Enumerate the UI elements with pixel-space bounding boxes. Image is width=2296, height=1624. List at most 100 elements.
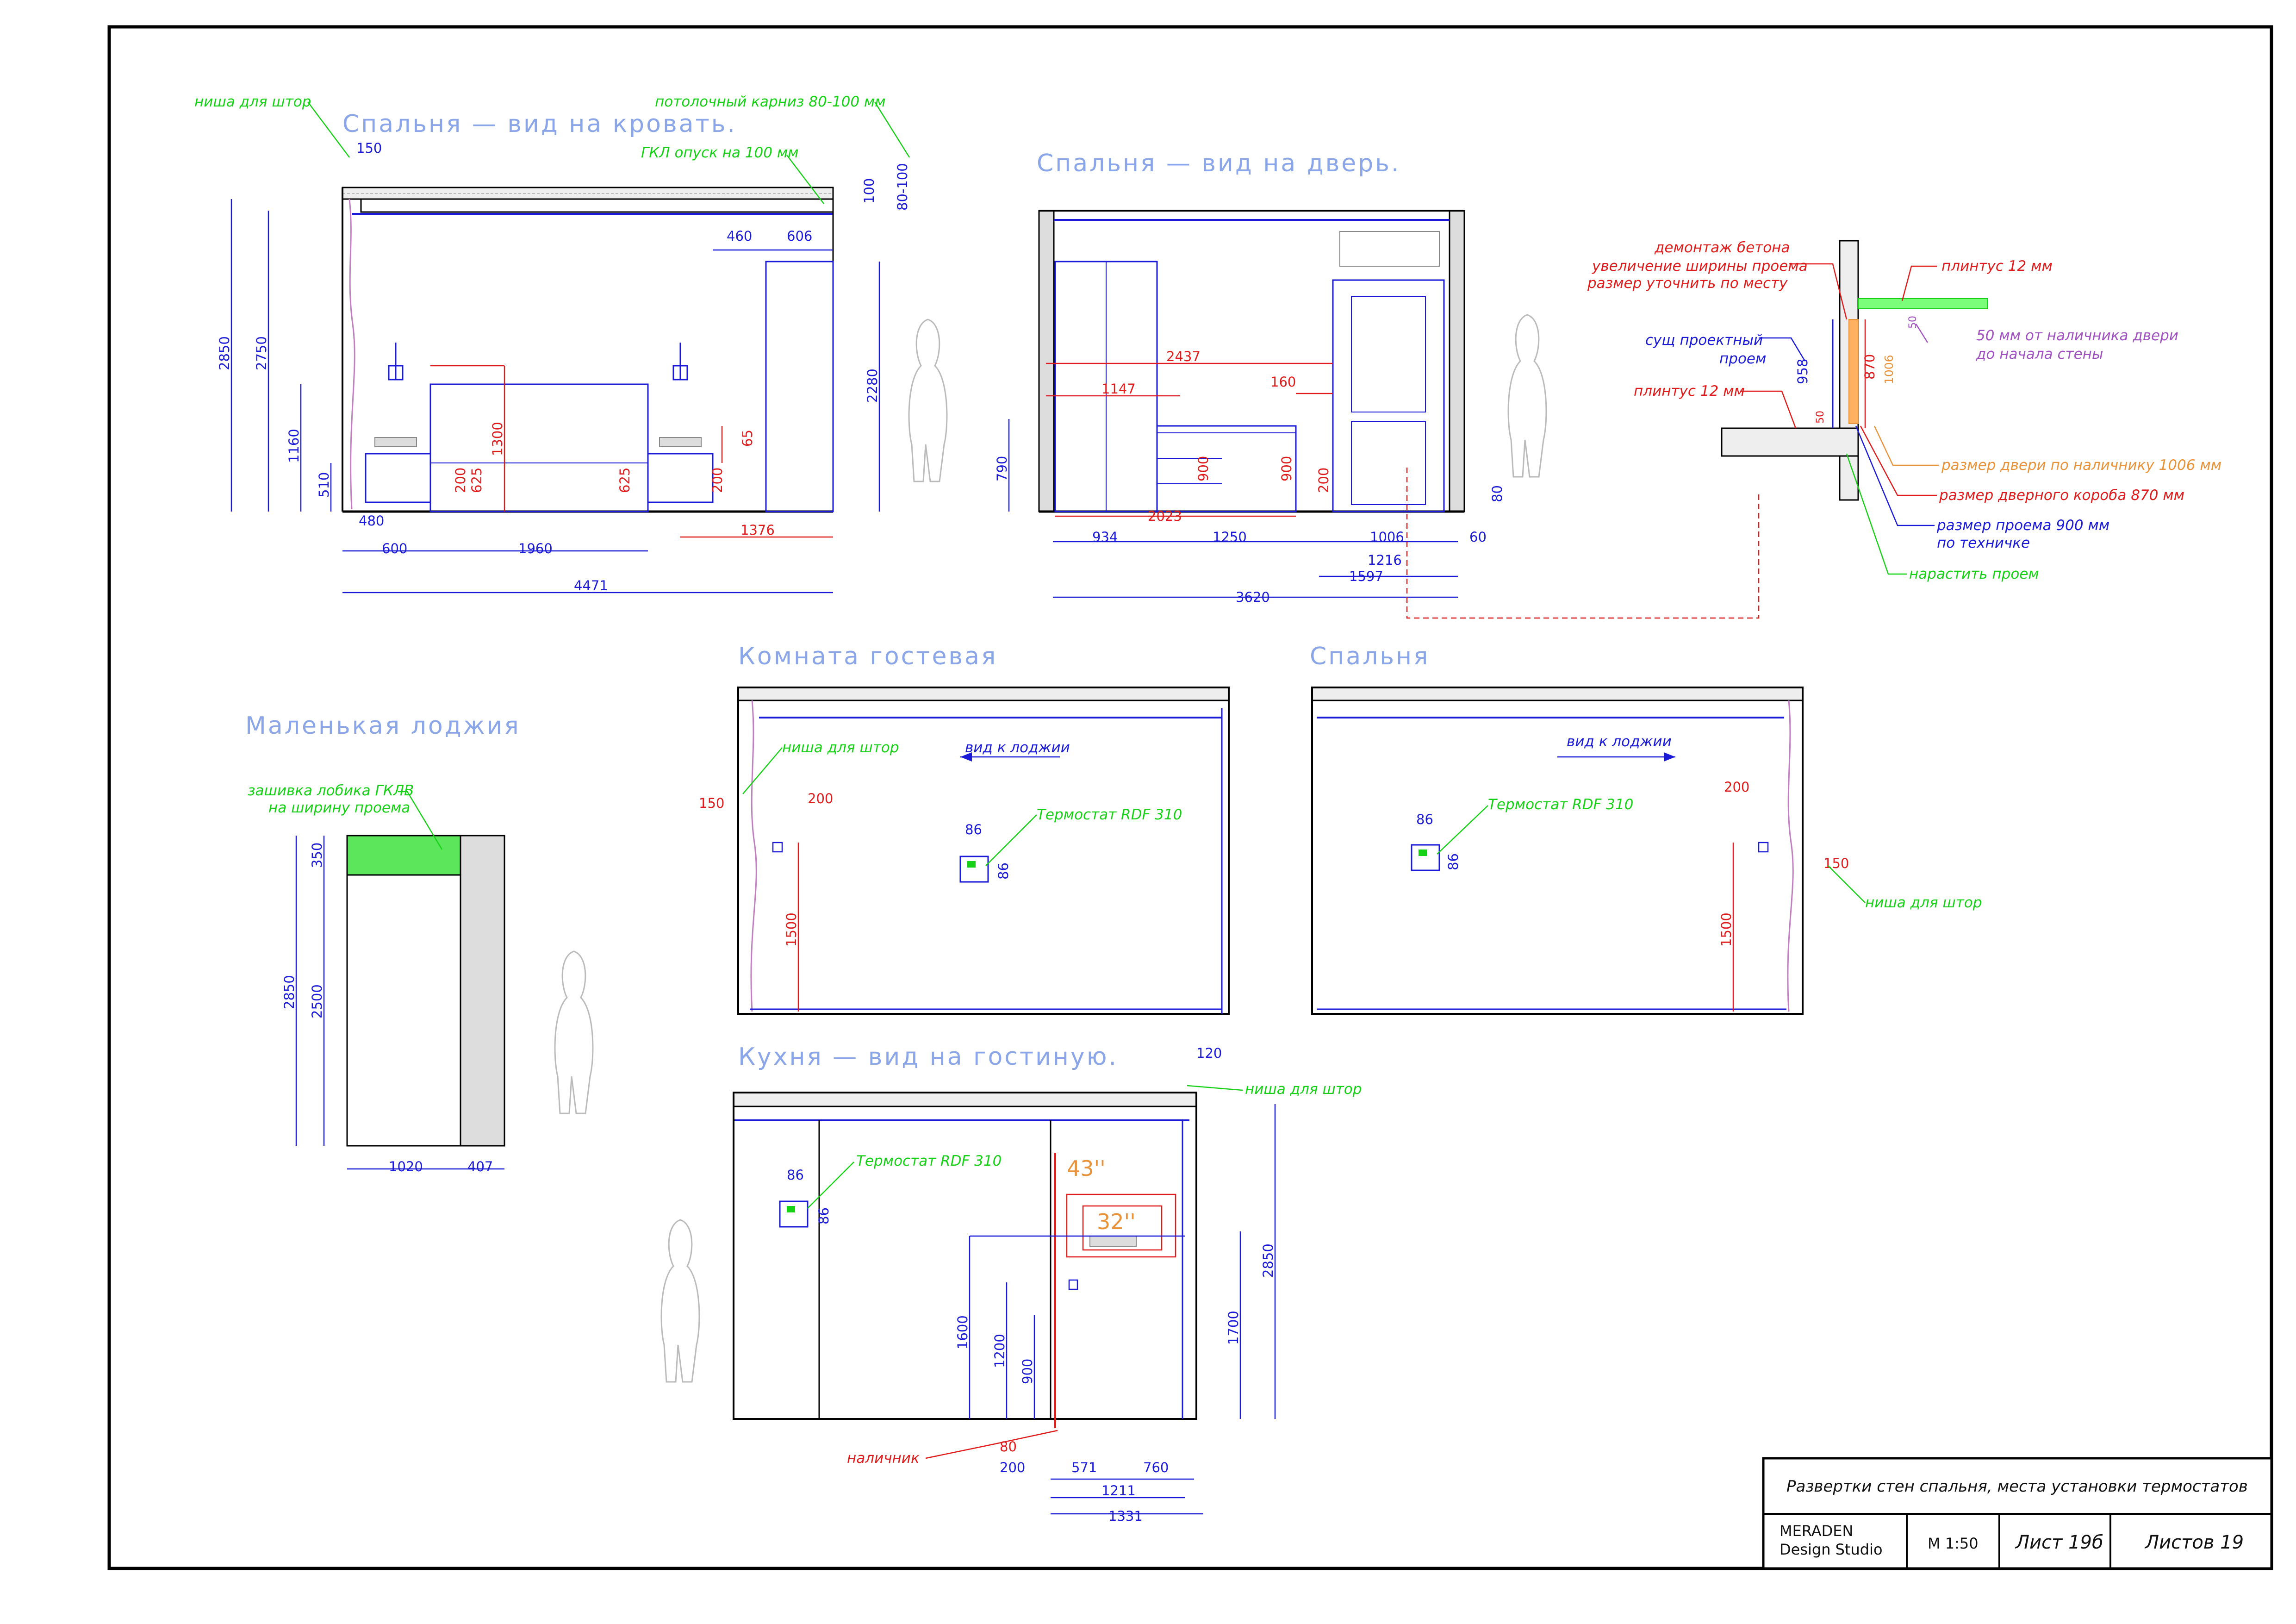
- svg-text:150: 150: [699, 795, 724, 811]
- svg-text:ниша для штор: ниша для штор: [1865, 894, 1982, 911]
- svg-text:86: 86: [1416, 812, 1433, 827]
- svg-text:2437: 2437: [1166, 349, 1201, 364]
- svg-text:1700: 1700: [1226, 1311, 1241, 1345]
- svg-text:увеличение ширины проема: увеличение ширины проема: [1592, 258, 1808, 275]
- svg-text:150: 150: [1823, 856, 1849, 871]
- svg-text:размер двери по наличнику 1006: размер двери по наличнику 1006 мм: [1941, 457, 2221, 474]
- svg-text:60: 60: [1469, 529, 1487, 545]
- svg-text:1500: 1500: [784, 912, 799, 947]
- svg-text:1300: 1300: [490, 422, 505, 456]
- svg-text:350: 350: [309, 843, 325, 868]
- svg-text:200: 200: [453, 468, 468, 493]
- svg-text:625: 625: [617, 468, 633, 493]
- svg-text:размер дверного короба 870 мм: размер дверного короба 870 мм: [1939, 487, 2184, 504]
- svg-text:нарастить проем: нарастить проем: [1909, 566, 2039, 582]
- svg-text:86: 86: [1445, 853, 1461, 870]
- svg-text:до начала стены: до начала стены: [1976, 346, 2103, 362]
- svg-text:3620: 3620: [1236, 589, 1270, 605]
- tv-32-label: 32'': [1097, 1209, 1136, 1234]
- svg-text:900: 900: [1020, 1359, 1035, 1384]
- svg-text:проем: проем: [1719, 350, 1766, 367]
- svg-text:1200: 1200: [992, 1334, 1008, 1368]
- svg-text:480: 480: [359, 513, 384, 529]
- view-title: Маленькая лоджия: [245, 712, 521, 740]
- svg-text:571: 571: [1071, 1460, 1097, 1475]
- svg-text:1597: 1597: [1349, 568, 1383, 584]
- svg-text:1020: 1020: [389, 1159, 423, 1174]
- svg-text:86: 86: [996, 862, 1011, 880]
- svg-text:200: 200: [1316, 468, 1332, 493]
- scale: М 1:50: [1928, 1535, 1979, 1552]
- svg-text:86: 86: [787, 1167, 804, 1183]
- tv-43-label: 43'': [1067, 1156, 1106, 1181]
- svg-text:407: 407: [467, 1159, 493, 1174]
- svg-text:1216: 1216: [1368, 552, 1402, 568]
- svg-text:наличник: наличник: [847, 1450, 920, 1467]
- svg-text:790: 790: [994, 456, 1010, 481]
- svg-text:1250: 1250: [1213, 529, 1247, 545]
- svg-text:2280: 2280: [865, 369, 880, 403]
- note-gkl: ГКЛ опуск на 100 мм: [641, 144, 799, 161]
- svg-text:80-100: 80-100: [895, 163, 910, 211]
- svg-text:на ширину проема: на ширину проема: [268, 800, 410, 816]
- svg-text:2500: 2500: [309, 984, 325, 1018]
- svg-text:200: 200: [1000, 1460, 1025, 1475]
- svg-text:86: 86: [965, 822, 982, 837]
- svg-text:50 мм от наличника двери: 50 мм от наличника двери: [1976, 327, 2178, 344]
- sheet-frame: [107, 25, 2273, 1570]
- svg-text:2850: 2850: [217, 336, 232, 370]
- svg-text:Термостат RDF 310: Термостат RDF 310: [1488, 796, 1633, 813]
- svg-text:1600: 1600: [955, 1315, 971, 1349]
- view-kitchen: Кухня — вид на гостиную. 43'' 32'' 1600 …: [660, 1043, 1362, 1524]
- svg-text:сущ проектный: сущ проектный: [1645, 332, 1763, 349]
- svg-text:1960: 1960: [518, 541, 553, 556]
- svg-text:2850: 2850: [281, 975, 297, 1009]
- svg-text:по техничке: по техничке: [1937, 535, 2030, 551]
- svg-text:100: 100: [861, 178, 877, 204]
- title-block: Развертки стен спальня, места установки …: [1762, 1457, 2273, 1570]
- svg-text:160: 160: [1270, 374, 1296, 390]
- svg-text:1006: 1006: [1370, 529, 1404, 545]
- svg-text:ниша для штор: ниша для штор: [1245, 1081, 1362, 1098]
- svg-text:1376: 1376: [740, 522, 775, 538]
- svg-text:510: 510: [316, 472, 332, 498]
- svg-text:200: 200: [808, 791, 833, 806]
- svg-text:65: 65: [740, 430, 755, 447]
- svg-text:80: 80: [1489, 485, 1505, 502]
- view-bedroom-door: Спальня — вид на дверь. 2437 1147 160 90…: [994, 150, 1760, 619]
- svg-text:2750: 2750: [254, 336, 269, 370]
- svg-text:1211: 1211: [1101, 1483, 1136, 1499]
- door-detail: 958 870 1006 50 50 демонтаж бетона увели…: [1587, 239, 2221, 582]
- svg-text:4471: 4471: [574, 578, 608, 593]
- sheet-count: Листов 19: [2144, 1532, 2244, 1553]
- svg-text:2850: 2850: [1260, 1243, 1276, 1278]
- view-title: Спальня: [1310, 643, 1430, 670]
- note-curtain-niche: ниша для штор: [194, 94, 311, 110]
- svg-text:1331: 1331: [1108, 1508, 1143, 1524]
- svg-text:размер проема 900 мм: размер проема 900 мм: [1936, 517, 2109, 534]
- svg-text:86: 86: [816, 1207, 832, 1224]
- view-loggia: Маленькая лоджия 350 2850 2500 1020 407 …: [245, 712, 594, 1174]
- note-cornice: потолочный карниз 80-100 мм: [655, 94, 886, 110]
- svg-text:120: 120: [1196, 1045, 1222, 1061]
- svg-text:ниша для штор: ниша для штор: [782, 739, 899, 756]
- svg-text:1006: 1006: [1882, 355, 1896, 384]
- view-title: Комната гостевая: [738, 643, 997, 670]
- view-title: Спальня — вид на дверь.: [1037, 150, 1400, 177]
- svg-text:вид к лоджии: вид к лоджии: [965, 739, 1070, 756]
- svg-text:50: 50: [1815, 411, 1826, 424]
- svg-text:1147: 1147: [1101, 381, 1136, 397]
- studio-subtitle: Design Studio: [1780, 1541, 1883, 1558]
- view-title: Кухня — вид на гостиную.: [738, 1043, 1118, 1071]
- svg-text:760: 760: [1143, 1460, 1169, 1475]
- svg-text:50: 50: [1907, 316, 1919, 329]
- note-demolition: демонтаж бетона: [1654, 239, 1790, 256]
- svg-text:размер уточнить по месту: размер уточнить по месту: [1587, 275, 1788, 292]
- svg-text:625: 625: [469, 468, 485, 493]
- svg-text:2023: 2023: [1148, 508, 1182, 524]
- sheet-title: Развертки стен спальня, места установки …: [1786, 1477, 2248, 1496]
- svg-text:606: 606: [787, 228, 812, 244]
- view-bedroom: Спальня 1500 200 150 86 86 вид к лоджии …: [1310, 643, 1982, 1015]
- svg-text:460: 460: [727, 228, 752, 244]
